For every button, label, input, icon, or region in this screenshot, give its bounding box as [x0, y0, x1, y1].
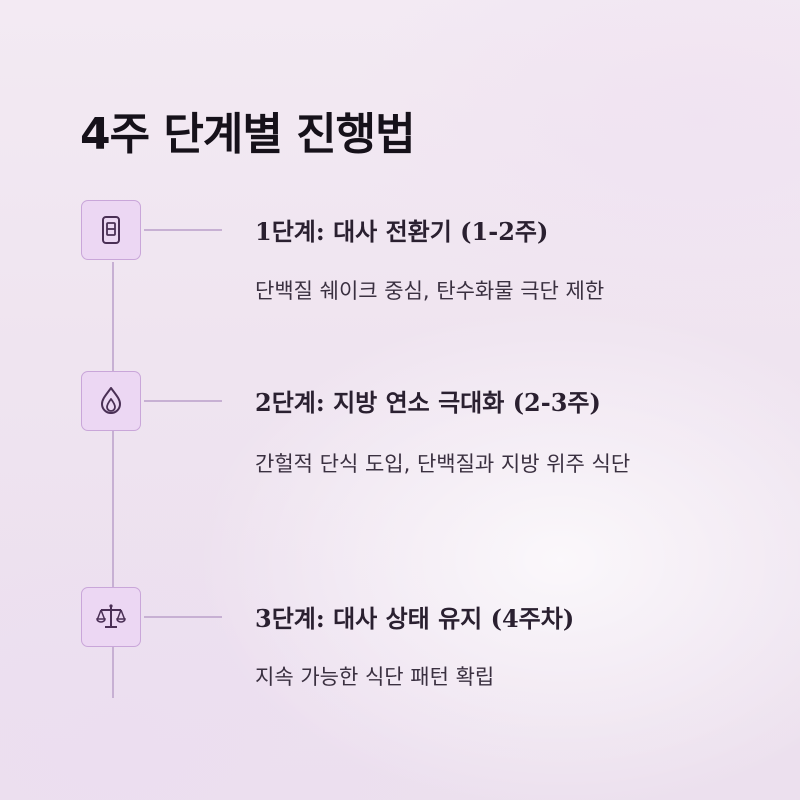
- flame-icon: [101, 387, 121, 414]
- step-3-description: 지속 가능한 식단 패턴 확립: [255, 665, 495, 689]
- phone-icon: [102, 216, 120, 244]
- step-2-title: 2단계: 지방 연소 극대화 (2-3주): [255, 388, 601, 417]
- step-3-title: 3단계: 대사 상태 유지 (4주차): [255, 604, 575, 633]
- step-2-connector: [144, 400, 222, 402]
- step-2-icon-box: [81, 371, 141, 431]
- step-1-icon-box: [81, 200, 141, 260]
- step-2-description: 간헐적 단식 도입, 단백질과 지방 위주 식단: [255, 452, 631, 476]
- step-1-title: 1단계: 대사 전환기 (1-2주): [255, 217, 549, 246]
- page-title: 4주 단계별 진행법: [80, 109, 416, 160]
- step-1-connector: [144, 229, 222, 231]
- step-1-description: 단백질 쉐이크 중심, 탄수화물 극단 제한: [255, 279, 605, 303]
- step-3-icon-box: [81, 587, 141, 647]
- scale-icon: [96, 604, 126, 628]
- step-3-connector: [144, 616, 222, 618]
- timeline-connector: [112, 262, 114, 698]
